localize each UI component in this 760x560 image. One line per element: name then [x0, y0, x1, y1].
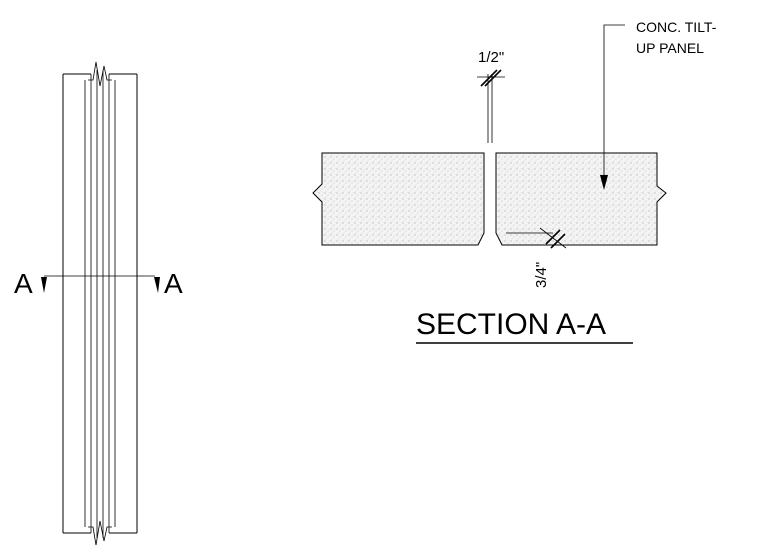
callout-leader	[603, 24, 625, 175]
callout-arrowhead	[600, 175, 608, 190]
section-arrow-left	[41, 277, 47, 293]
section-title: SECTION A-A	[416, 308, 606, 341]
chamfer-dimension-label: 3/4"	[533, 262, 550, 288]
concrete-panel-left	[312, 152, 485, 246]
gap-dimension-label: 1/2"	[478, 49, 504, 66]
break-line-bottom	[88, 520, 112, 546]
material-label-line1: CONC. TILT-	[636, 19, 717, 35]
concrete-panel-right	[495, 152, 667, 246]
section-mark-left: A	[14, 268, 33, 299]
material-label-line2: UP PANEL	[636, 40, 704, 56]
panel-elevation	[41, 61, 160, 546]
break-line-top	[88, 61, 112, 87]
section-mark-right: A	[164, 268, 183, 299]
section-arrow-right	[154, 277, 160, 293]
panel-section	[312, 24, 667, 249]
